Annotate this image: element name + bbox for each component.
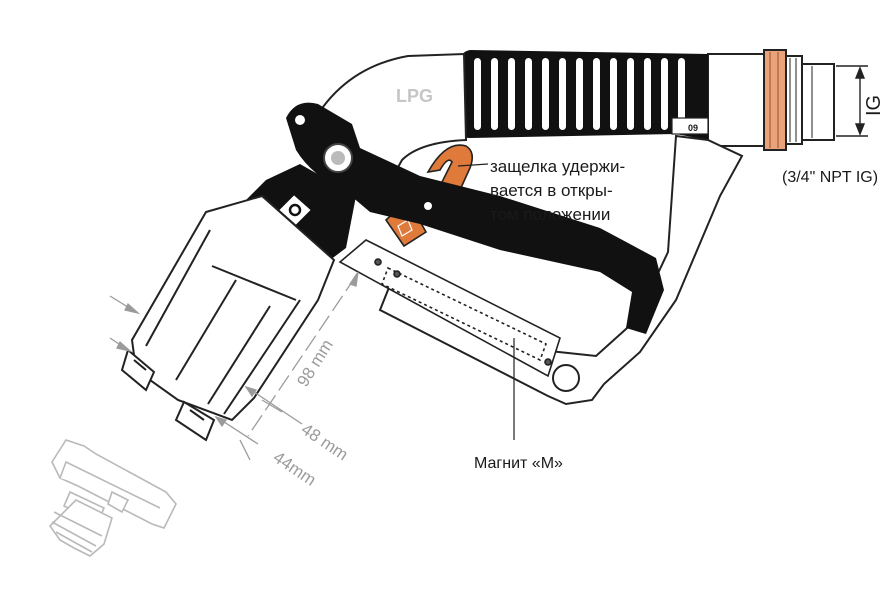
- dimension-44mm: 44mm: [270, 448, 320, 490]
- magnet-bar: [338, 239, 561, 378]
- dimension-98mm: 98 mm: [293, 336, 337, 390]
- brass-nut: [763, 49, 787, 151]
- ig-dimension: [836, 65, 868, 137]
- ribbed-grip: [456, 50, 709, 140]
- nozzle-head: [240, 136, 360, 266]
- nozzle-cylinder: [120, 194, 336, 442]
- latch-leader-line: [457, 163, 489, 167]
- dimension-48mm: 48 mm: [298, 420, 352, 465]
- latch-label-line-3: том положении: [490, 205, 610, 224]
- dimension-lines: [109, 271, 359, 461]
- lpg-label: LPG: [396, 86, 433, 106]
- inlet-fitting: [707, 49, 835, 151]
- lever: [286, 102, 664, 334]
- magnet-label: Магнит «М»: [474, 455, 563, 472]
- latch-label-line-1: защелка удержи-: [490, 157, 625, 176]
- filler-coupling-ghost: [48, 439, 177, 557]
- latch-label-line-2: вается в откры-: [490, 181, 613, 200]
- handle-mark: 09: [688, 123, 698, 133]
- ig-label: IG: [863, 95, 885, 116]
- thread-size-label: (3/4" NPT IG): [782, 169, 878, 186]
